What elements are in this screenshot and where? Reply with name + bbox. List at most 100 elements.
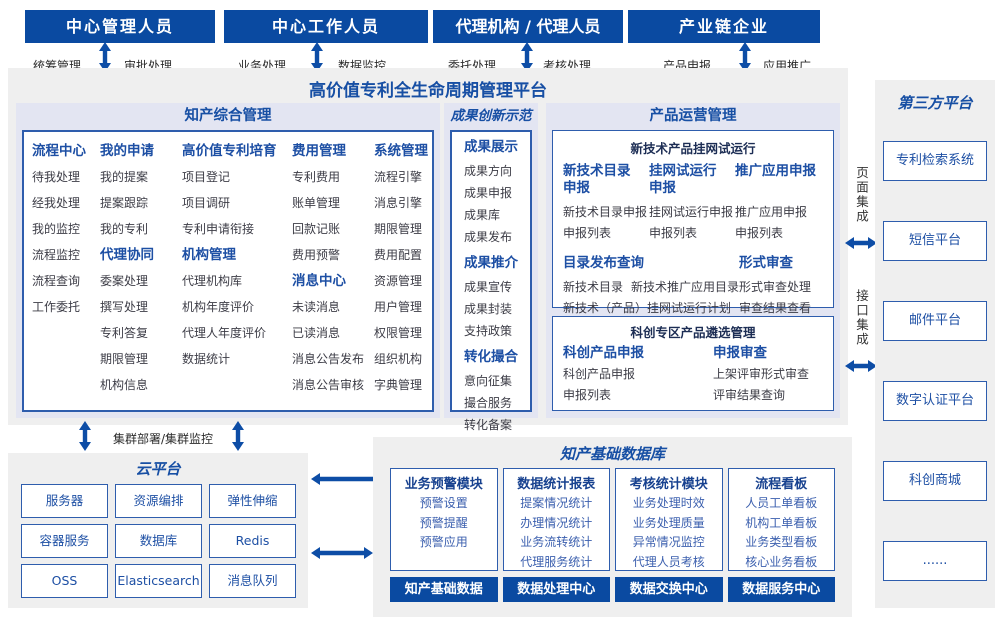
menu-item: 业务类型看板 [745, 535, 818, 549]
menu-item: 成果申报 [464, 186, 513, 200]
third-party-system-box: 短信平台 [883, 221, 987, 261]
menu-item: 代理服务统计 [520, 554, 593, 569]
menu-item: 项目登记 [182, 170, 231, 184]
menu-item: 回款记账 [292, 222, 341, 236]
double-arrow-vertical-icon [99, 42, 111, 72]
column-header: 科创产品申报 [563, 345, 644, 361]
menu-item: 消息公告发布 [292, 352, 365, 366]
left-arrow-icon [311, 473, 373, 485]
column-header: 新技术目录申报 [563, 163, 631, 196]
menu-item-list: 成果宣传成果封装支持政策 [452, 276, 530, 342]
menu-item: 项目调研 [182, 196, 231, 210]
menu-item: 权限管理 [374, 326, 423, 340]
menu-item: 新技术目录 [563, 280, 624, 294]
double-arrow-vertical-icon [739, 42, 751, 72]
menu-item: 机构信息 [100, 378, 149, 392]
cloud-service-box: 服务器 [21, 484, 108, 518]
menu-item: 形式审查处理 [739, 280, 812, 294]
column-declare-review: 申报审查 上架评审形式审查评审结果查询 [713, 344, 823, 406]
third-party-system-box: 邮件平台 [883, 301, 987, 341]
third-party-system-box: 科创商城 [883, 461, 987, 501]
ip-database-panel: 知产基础数据库 业务预警模块 预警设置预警提醒预警应用 数据统计报表 提案情况统… [373, 437, 852, 617]
column-system-management: 系统管理 流程引擎消息引擎期限管理费用配置资源管理用户管理权限管理组织机构字典管… [374, 138, 432, 398]
cloud-platform-title: 云平台 [135, 460, 181, 478]
actor-agencies: 代理机构 / 代理人员 委托处理 考核处理 [433, 10, 623, 73]
column-formal-review: 形式审查 形式审查处理审查结果查看 [739, 252, 823, 319]
menu-item-list: 我的提案提案跟踪我的专利 [100, 164, 180, 242]
third-party-panel: 第三方平台 专利检索系统短信平台邮件平台数字认证平台科创商城...... [875, 80, 995, 608]
menu-item-list: 推广应用申报申报列表 [735, 202, 823, 244]
inner-box-title: 新技术产品挂网试运行 [630, 141, 756, 156]
double-arrow-vertical-icon [521, 42, 533, 72]
menu-item: 预警设置 [419, 496, 468, 510]
module-header: 流程看板 [755, 477, 808, 492]
double-arrow-horizontal-icon [845, 237, 877, 249]
data-center-bar: 知产基础数据 [390, 577, 498, 602]
column-header: 代理协同 [100, 247, 154, 263]
cluster-deploy-monitor-label: 集群部署/集群监控 [113, 432, 214, 446]
menu-item: 费用配置 [374, 248, 423, 262]
column-newtech-catalog-declare: 新技术目录申报 新技术目录申报申报列表 [563, 160, 649, 244]
double-arrow-vertical-icon [79, 421, 91, 451]
menu-item-list: 预警设置预警提醒预警应用 [391, 494, 497, 553]
achievement-box: 成果展示 成果方向成果申报成果库成果发布 成果推介 成果宣传成果封装支持政策 转… [450, 130, 532, 432]
section-title: 成果创新示范 [450, 108, 532, 124]
menu-item: 专利答复 [100, 326, 149, 340]
menu-item-list: 业务处理时效业务处理质量异常情况监控代理人员考核 [616, 494, 722, 572]
menu-item: 成果宣传 [464, 280, 513, 294]
cloud-service-box: 消息队列 [209, 564, 296, 598]
menu-item: 用户管理 [374, 300, 423, 314]
menu-item: 审查结果查看 [739, 301, 812, 315]
menu-item: 意向征集 [464, 374, 513, 388]
menu-item-list: 项目登记项目调研专利申请衔接 [182, 164, 290, 242]
column-header: 高价值专利培育 [182, 143, 277, 159]
third-party-system-box: 专利检索系统 [883, 141, 987, 181]
menu-item: 代理机构库 [182, 274, 243, 288]
menu-item: 办理情况统计 [520, 515, 593, 530]
column-hv-patent-cultivation: 高价值专利培育 项目登记项目调研专利申请衔接 机构管理 代理机构库机构年度评价代… [182, 138, 290, 398]
menu-item: 经我处理 [32, 196, 81, 210]
menu-item: 撮合服务 [464, 396, 513, 410]
column-header: 挂网试运行申报 [649, 163, 717, 196]
menu-item: 专利费用 [292, 170, 341, 184]
new-tech-trial-box: 新技术产品挂网试运行 新技术目录申报 新技术目录申报申报列表 挂网试运行申报 挂… [552, 130, 834, 315]
sci-innovation-selection-box: 科创专区产品遴选管理 科创产品申报 科创产品申报申报列表 申报审查 上架评审形式… [552, 316, 834, 411]
menu-item: 组织机构 [374, 352, 423, 366]
section-ip-management: 知产综合管理 流程中心 待我处理经我处理我的监控流程监控流程查询工作委托 我的申… [16, 103, 440, 418]
double-arrow-horizontal-icon [845, 360, 877, 372]
menu-item: 核心业务看板 [745, 554, 818, 569]
data-center-bar: 数据处理中心 [502, 577, 610, 602]
interface-integration-label: 接口集成 [854, 289, 869, 347]
menu-item-list: 新技术目录申报申报列表 [563, 202, 649, 244]
cloud-service-box: Elasticsearch [115, 564, 202, 598]
column-header: 系统管理 [374, 143, 428, 159]
cloud-service-box: 资源编排 [115, 484, 202, 518]
group-header: 成果推介 [464, 255, 518, 271]
menu-item: 未读消息 [292, 300, 341, 314]
actor-industry-chain-enterprises: 产业链企业 产品申报 应用推广 [628, 10, 820, 73]
column-my-applications: 我的申请 我的提案提案跟踪我的专利 代理协同 委案处理撰写处理专利答复期限管理机… [100, 138, 180, 398]
cloud-service-box: 数据库 [115, 524, 202, 558]
module-business-warning: 业务预警模块 预警设置预警提醒预警应用 [390, 468, 498, 571]
menu-item: 委案处理 [100, 274, 149, 288]
menu-item-list: 形式审查处理审查结果查看 [739, 277, 823, 319]
menu-item: 撰写处理 [100, 300, 149, 314]
double-arrow-vertical-icon [232, 421, 244, 451]
menu-item-list: 科创产品申报申报列表 [563, 364, 713, 406]
menu-item: 业务处理质量 [632, 515, 705, 530]
menu-item: 申报列表 [563, 226, 612, 240]
menu-item: 预警应用 [419, 535, 468, 549]
menu-item: 机构工单看板 [745, 515, 818, 530]
menu-item: 费用预警 [292, 248, 341, 262]
menu-item: 我的监控 [32, 222, 81, 236]
menu-item-list: 成果方向成果申报成果库成果发布 [452, 160, 530, 248]
ip-database-title: 知产基础数据库 [559, 445, 665, 463]
ip-management-box: 流程中心 待我处理经我处理我的监控流程监控流程查询工作委托 我的申请 我的提案提… [22, 130, 434, 412]
actor-title-bar: 中心工作人员 [224, 10, 428, 43]
menu-item: 已读消息 [292, 326, 341, 340]
column-header: 申报审查 [713, 345, 767, 361]
third-party-system-box: 数字认证平台 [883, 381, 987, 421]
menu-item: 期限管理 [374, 222, 423, 236]
